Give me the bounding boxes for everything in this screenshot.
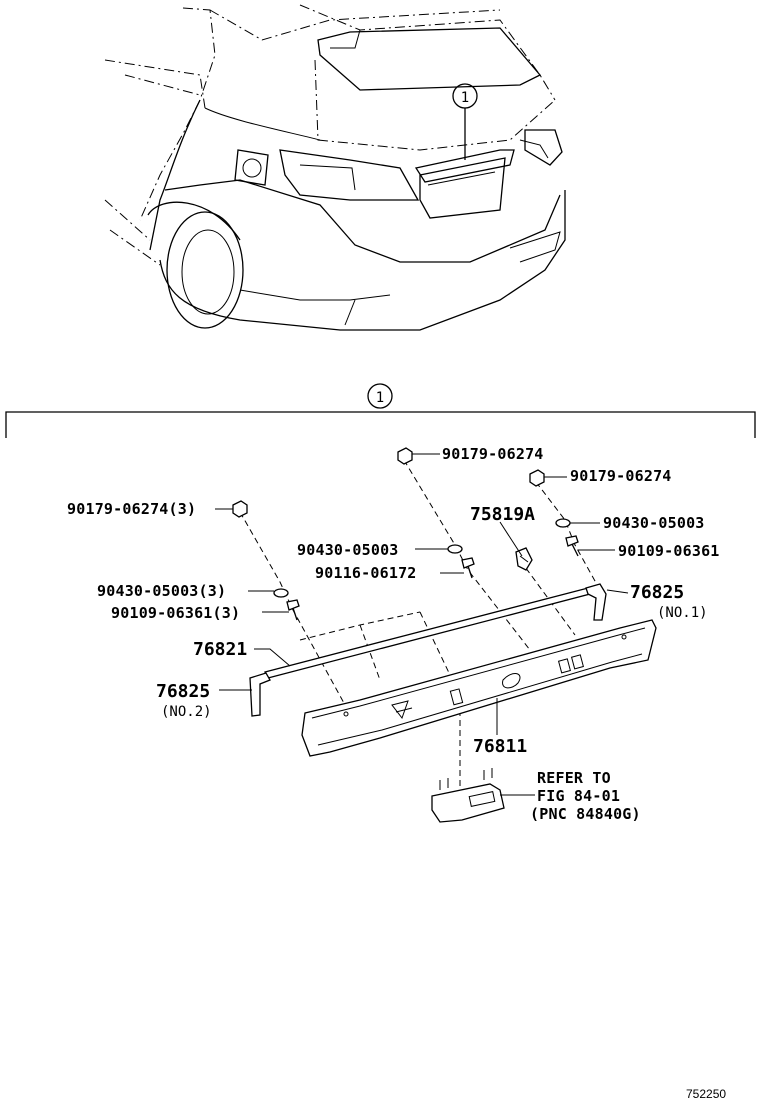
dashed-guide-lines	[239, 459, 601, 790]
nut-90179-left	[232, 500, 248, 518]
svg-text:1: 1	[376, 390, 384, 406]
garnish-76811	[301, 619, 657, 757]
label-90179-06274-top: 90179-06274	[442, 445, 544, 463]
callout-vehicle: 1	[452, 83, 478, 160]
nut-90179-top	[397, 447, 413, 465]
seal-end-76825-no2	[249, 672, 271, 717]
assembly-bracket	[5, 411, 756, 438]
label-76825-no1: 76825	[630, 582, 684, 603]
label-90179-06274-left: 90179-06274(3)	[67, 500, 196, 518]
label-76825-no2-note: (NO.2)	[161, 704, 212, 720]
washer-90430-mid	[447, 544, 463, 554]
label-90109-06361-left: 90109-06361(3)	[111, 604, 240, 622]
label-76825-no2: 76825	[156, 681, 210, 702]
callout-assembly: 1	[367, 383, 393, 409]
label-76811: 76811	[473, 736, 527, 757]
license-lamp-84840G	[431, 768, 505, 823]
label-90179-06274-right: 90179-06274	[570, 467, 672, 485]
washer-90430-left	[273, 588, 289, 598]
label-75819A: 75819A	[470, 504, 535, 525]
svg-text:1: 1	[461, 90, 469, 106]
label-76825-no1-note: (NO.1)	[657, 605, 708, 621]
label-90109-06361-right: 90109-06361	[618, 542, 720, 560]
nut-90179-right	[529, 469, 545, 487]
label-90430-05003-mid: 90430-05003	[297, 541, 399, 559]
label-76821: 76821	[193, 639, 247, 660]
refer-note-line3: (PNC 84840G)	[530, 805, 641, 823]
refer-note-line2: FIG 84-01	[537, 787, 620, 805]
screw-90109-right	[565, 535, 579, 557]
screw-90109-left	[286, 599, 300, 621]
label-90116-06172: 90116-06172	[315, 564, 417, 582]
label-leaders	[215, 453, 629, 796]
screw-90116	[461, 557, 475, 579]
label-90430-05003-left: 90430-05003(3)	[97, 582, 226, 600]
vehicle-rear-sketch	[104, 4, 566, 331]
label-90430-05003-right: 90430-05003	[603, 514, 705, 532]
washer-90430-right	[555, 518, 571, 528]
figure-code: 752250	[686, 1087, 726, 1101]
refer-note-line1: REFER TO	[537, 769, 611, 787]
seal-end-76825-no1	[585, 583, 607, 621]
